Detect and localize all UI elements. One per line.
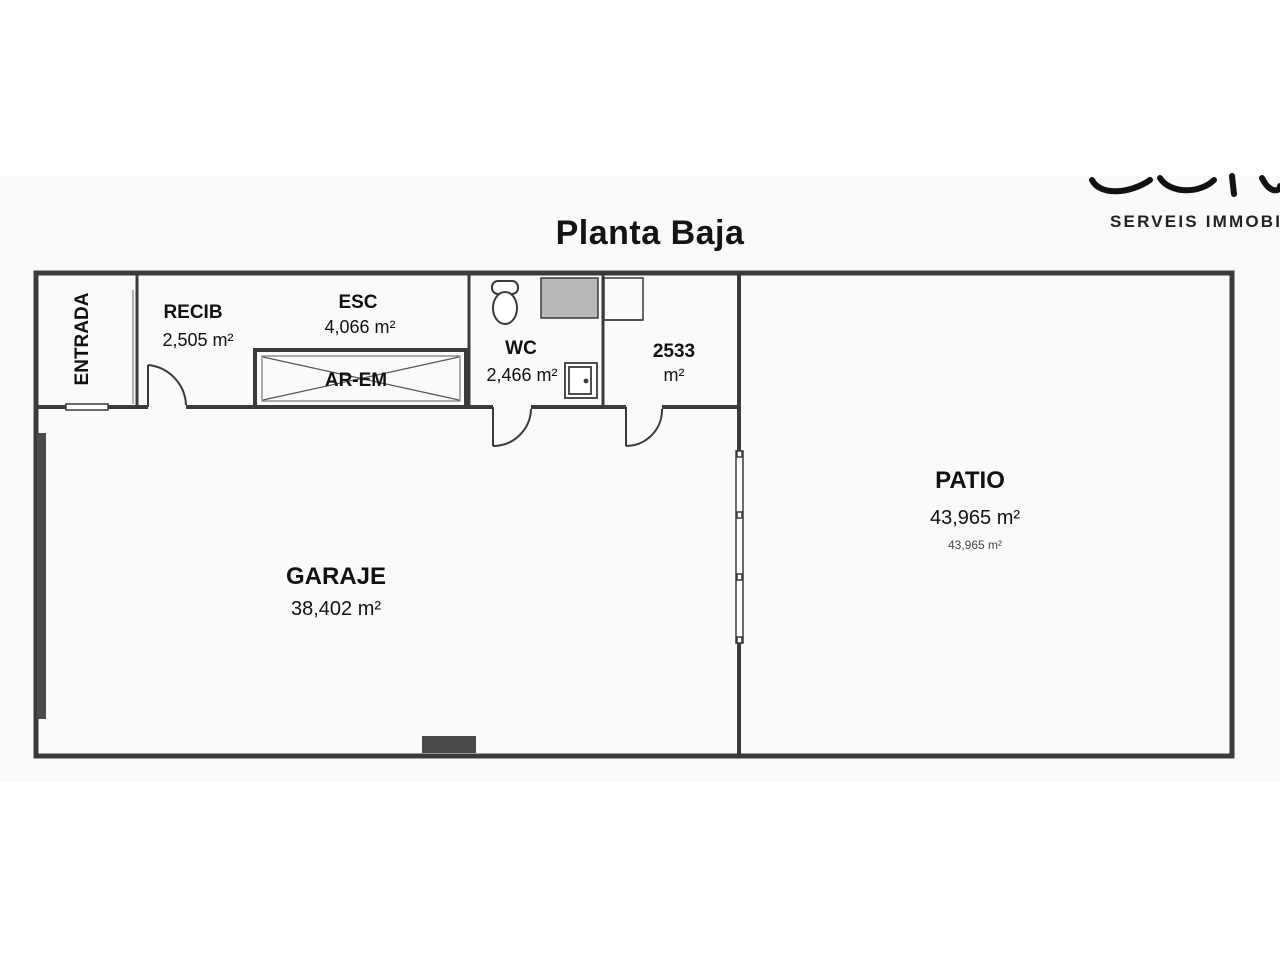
garage-door-left: [37, 433, 46, 719]
door-swing-wc: [492, 407, 532, 447]
garage-bottom-element: [422, 736, 476, 753]
door-swing-recib: [147, 364, 187, 407]
page-title: Planta Baja: [555, 214, 745, 252]
interior-partitions: [135, 275, 605, 407]
room-area-2533: m²: [663, 365, 685, 385]
room-label-2533: 2533: [652, 341, 696, 362]
outer-wall: [33, 270, 1235, 759]
brand-name: SERVEIS IMMOBIL: [1110, 212, 1280, 231]
room-label-wc: WC: [505, 338, 537, 359]
room-label-ar-em: AR-EM: [324, 370, 388, 391]
entrada-threshold: [65, 403, 109, 411]
room-area-patio: 43,965 m²: [929, 507, 1021, 529]
door-swing-2533: [625, 407, 664, 447]
room-area-patio-secondary: 43,965 m²: [947, 538, 1003, 552]
room-area-esc: 4,066 m²: [324, 317, 396, 337]
room-label-patio: PATIO: [935, 467, 1005, 494]
sink-icon: [564, 362, 598, 399]
floor-plan-sheet: [0, 176, 1280, 782]
brand-logo-icon: [1089, 173, 1280, 197]
room-area-wc: 2,466 m²: [486, 365, 558, 385]
room-area-recib: 2,505 m²: [162, 330, 234, 350]
room-label-entrada: ENTRADA: [72, 292, 93, 386]
window-garage-patio: [735, 450, 744, 644]
ar-em-cross-lines: [261, 355, 461, 402]
room-label-recib: RECIB: [163, 302, 223, 323]
room-label-garaje: GARAJE: [285, 563, 387, 590]
room-area-garaje: 38,402 m²: [290, 598, 382, 620]
shower-tray-icon: [540, 277, 599, 319]
toilet-icon: [491, 280, 519, 325]
room-label-esc: ESC: [338, 292, 378, 313]
cabinet-2533: [603, 277, 644, 321]
